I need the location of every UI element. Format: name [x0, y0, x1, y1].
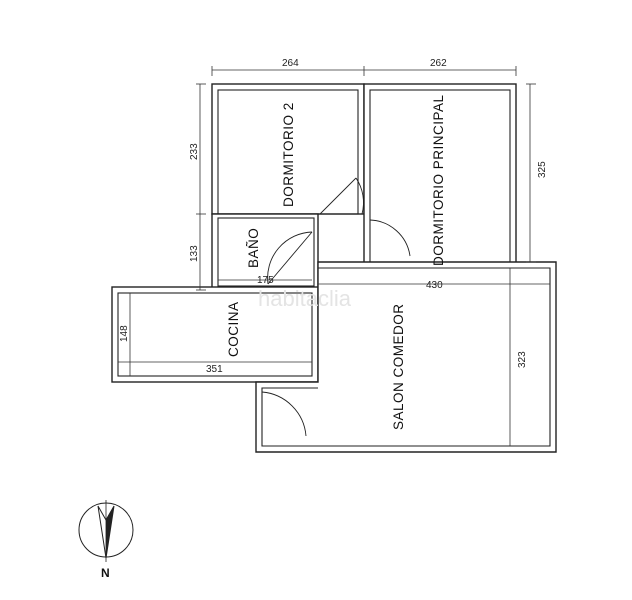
- wall-bano: [211, 213, 319, 291]
- wall-salon: [255, 261, 557, 453]
- dim-cocina-height: 148: [119, 325, 130, 342]
- room-label-dormitorio-2: DORMITORIO 2: [281, 102, 296, 207]
- room-labels: DORMITORIO 2 DORMITORIO PRINCIPAL BAÑO C…: [226, 94, 446, 430]
- room-label-salon: SALON COMEDOR: [391, 303, 406, 430]
- watermark: habitaclia: [258, 286, 352, 311]
- dimension-labels: 264 262 233 133 175 325 430 323 148 351: [119, 58, 548, 375]
- room-label-cocina: COCINA: [226, 301, 241, 357]
- dim-salon-width: 430: [426, 280, 443, 291]
- door-dormitorio-2: [319, 177, 357, 215]
- room-label-bano: BAÑO: [246, 228, 261, 268]
- dim-cocina-width: 351: [206, 364, 223, 375]
- wall-dormitorio-principal: [363, 83, 517, 270]
- compass-north-label: N: [101, 566, 110, 580]
- dim-left-upper: 233: [189, 143, 200, 160]
- dim-salon-height: 323: [517, 351, 528, 368]
- dim-top-right: 262: [430, 58, 447, 69]
- north-compass: N: [78, 500, 134, 580]
- dim-left-lower: 133: [189, 245, 200, 262]
- wall-dormitorio-2: [211, 83, 365, 215]
- dim-top-left: 264: [282, 58, 299, 69]
- dim-bano-width: 175: [257, 275, 274, 286]
- room-label-dormitorio-principal: DORMITORIO PRINCIPAL: [431, 94, 446, 266]
- dim-right-upper: 325: [537, 161, 548, 178]
- dimension-lines: [118, 66, 550, 446]
- wall-cocina: [111, 286, 319, 383]
- doors: [261, 177, 411, 440]
- walls: [111, 83, 557, 453]
- door-bano: [267, 231, 313, 285]
